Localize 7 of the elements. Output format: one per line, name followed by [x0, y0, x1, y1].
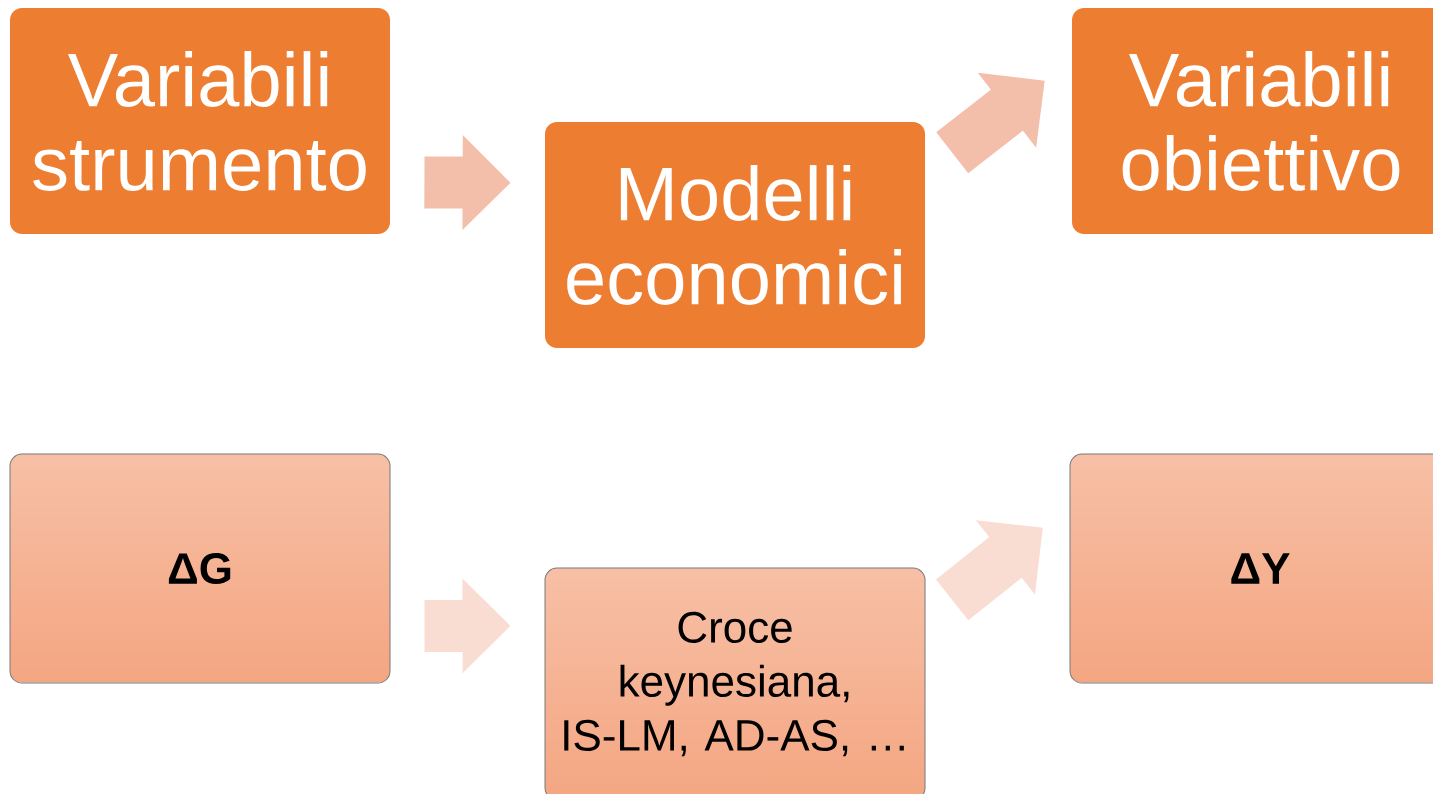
example-box: Croce keynesiana, IS-LM, AD-AS, … — [544, 567, 926, 794]
example-box: ΔG — [9, 453, 391, 684]
process-box: Variabili strumento — [10, 8, 390, 234]
example-box: ΔY — [1069, 453, 1433, 684]
process-box: Variabili obiettivo — [1072, 8, 1433, 234]
process-box: Modelli economici — [545, 122, 925, 348]
block-arrow — [935, 520, 1043, 621]
